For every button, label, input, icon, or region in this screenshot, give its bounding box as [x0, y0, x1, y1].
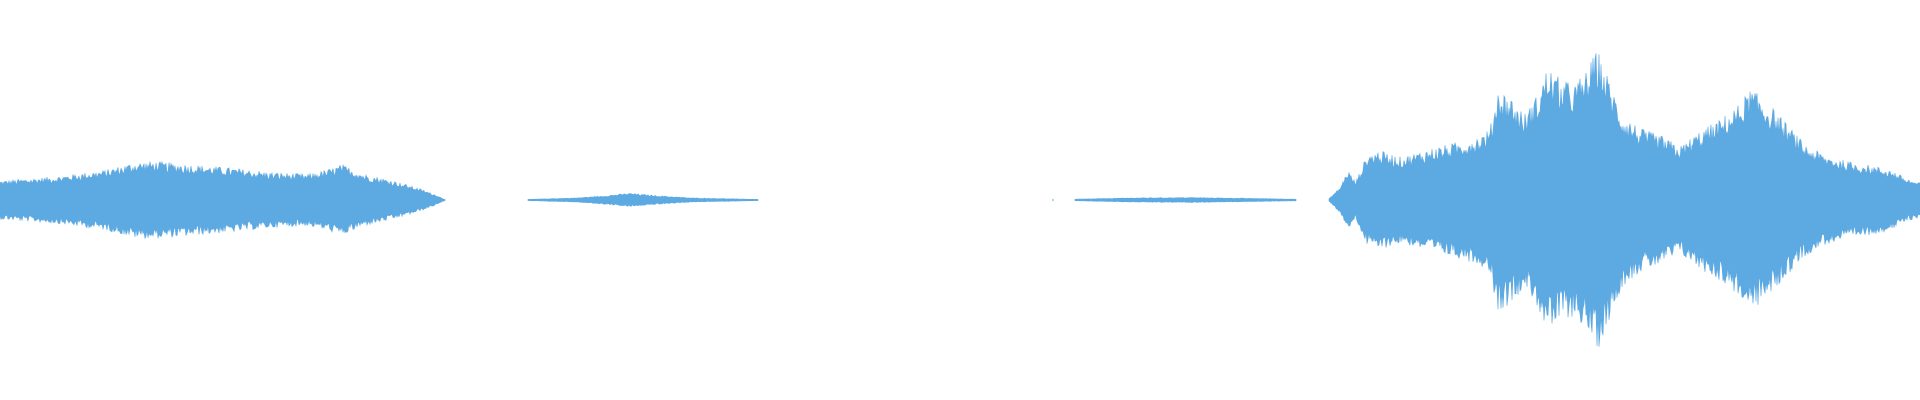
waveform-segment-3 — [1074, 197, 1297, 203]
waveform-segment-2 — [527, 193, 759, 207]
waveform-speck — [1052, 199, 1054, 201]
waveform-segment-4 — [1328, 53, 1920, 347]
waveform-segment-1 — [0, 161, 446, 240]
waveform-layer — [0, 53, 1920, 347]
